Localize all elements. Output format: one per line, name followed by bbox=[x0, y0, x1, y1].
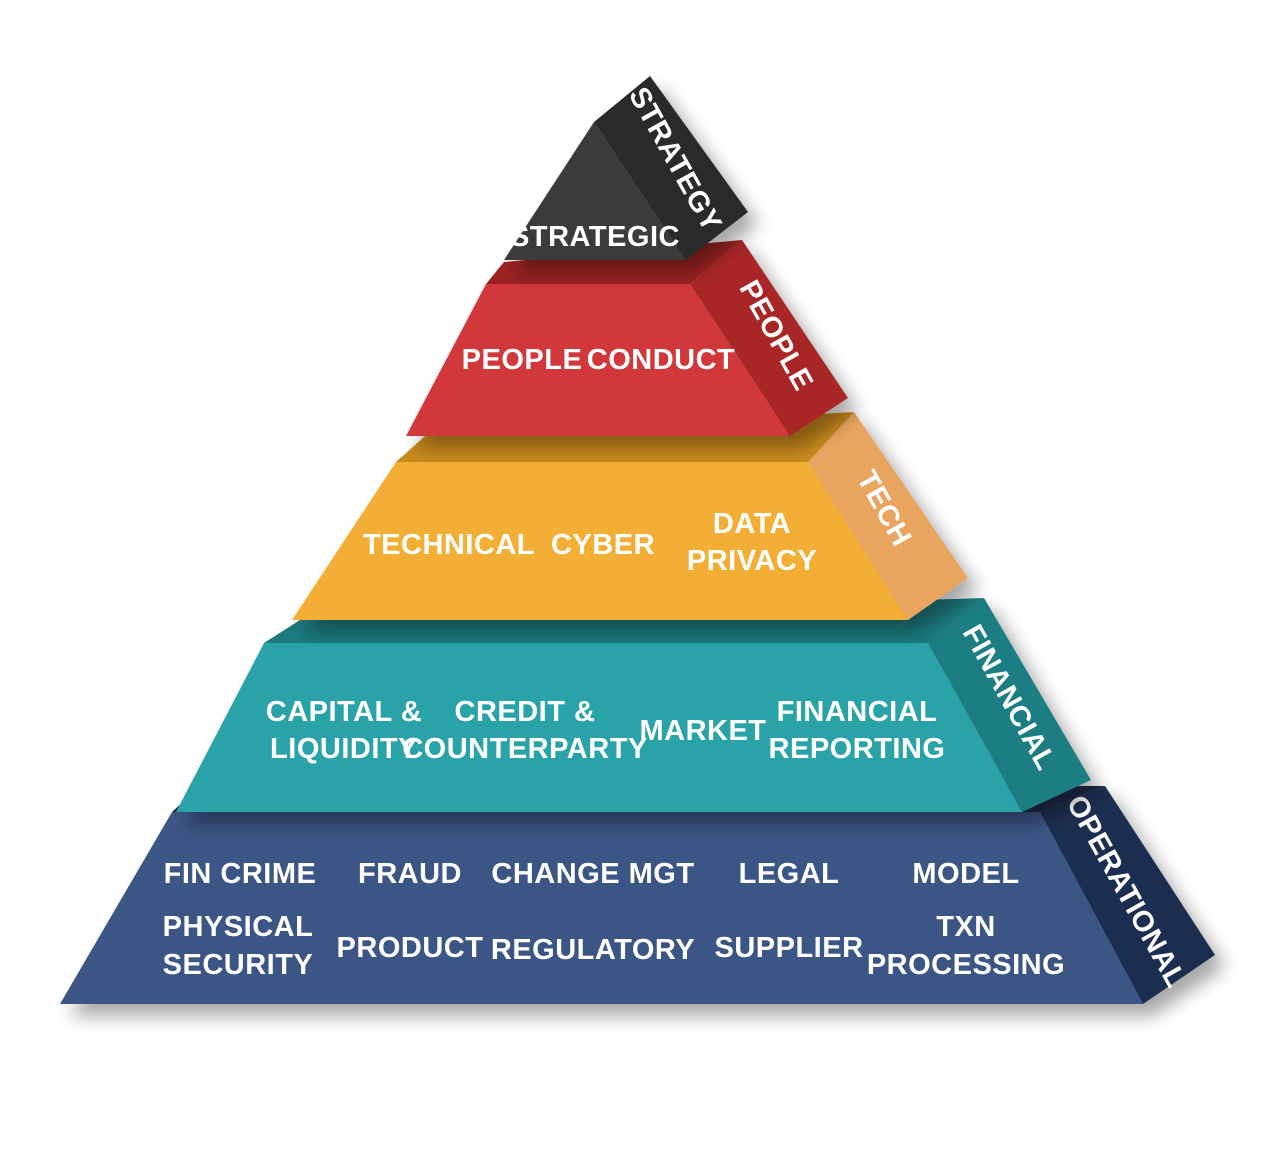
operational-item-security: SECURITY bbox=[163, 949, 314, 981]
operational-item-processing: PROCESSING bbox=[867, 949, 1065, 981]
tier-strategy bbox=[504, 76, 748, 260]
tech-item-technical: TECHNICAL bbox=[363, 529, 535, 561]
operational-item-txn: TXN bbox=[936, 911, 996, 943]
tech-item-privacy: PRIVACY bbox=[687, 545, 817, 577]
financial-item-capital: CAPITAL & bbox=[266, 696, 422, 728]
tier-tech bbox=[292, 412, 968, 620]
financial-item-market: MARKET bbox=[639, 715, 766, 747]
operational-item-supplier: SUPPLIER bbox=[714, 932, 863, 964]
operational-item-physical: PHYSICAL bbox=[163, 911, 314, 943]
strategy-front-face bbox=[504, 122, 686, 260]
operational-item-model: MODEL bbox=[912, 858, 1019, 890]
operational-item-product: PRODUCT bbox=[337, 932, 484, 964]
operational-item-regulatory: REGULATORY bbox=[491, 934, 695, 966]
tech-item-cyber: CYBER bbox=[551, 529, 655, 561]
operational-item-change-mgt: CHANGE MGT bbox=[491, 858, 694, 890]
people-item-people: PEOPLE bbox=[462, 344, 583, 376]
tech-side-face bbox=[808, 412, 968, 620]
financial-item-financial: FINANCIAL bbox=[777, 696, 938, 728]
financial-item-reporting: REPORTING bbox=[769, 733, 946, 765]
tier-financial bbox=[176, 598, 1091, 812]
people-side-face bbox=[690, 240, 848, 436]
tech-item-data: DATA bbox=[713, 508, 791, 540]
operational-front-face bbox=[60, 812, 1143, 1004]
operational-item-legal: LEGAL bbox=[739, 858, 840, 890]
operational-item-fin-crime: FIN CRIME bbox=[164, 858, 317, 890]
people-item-conduct: CONDUCT bbox=[587, 344, 736, 376]
strategy-side-face bbox=[594, 76, 748, 260]
strategy-item-strategic: STRATEGIC bbox=[510, 221, 680, 253]
operational-side-face bbox=[1040, 786, 1215, 1004]
operational-item-fraud: FRAUD bbox=[358, 858, 462, 890]
people-front-face bbox=[406, 284, 790, 436]
financial-item-credit: CREDIT & bbox=[455, 696, 596, 728]
financial-item-counterparty: COUNTERPARTY bbox=[402, 733, 648, 765]
financial-front-face bbox=[176, 643, 1022, 812]
tech-front-face bbox=[292, 462, 908, 620]
financial-item-liquidity: LIQUIDITY bbox=[270, 733, 418, 765]
financial-side-face bbox=[928, 598, 1091, 812]
